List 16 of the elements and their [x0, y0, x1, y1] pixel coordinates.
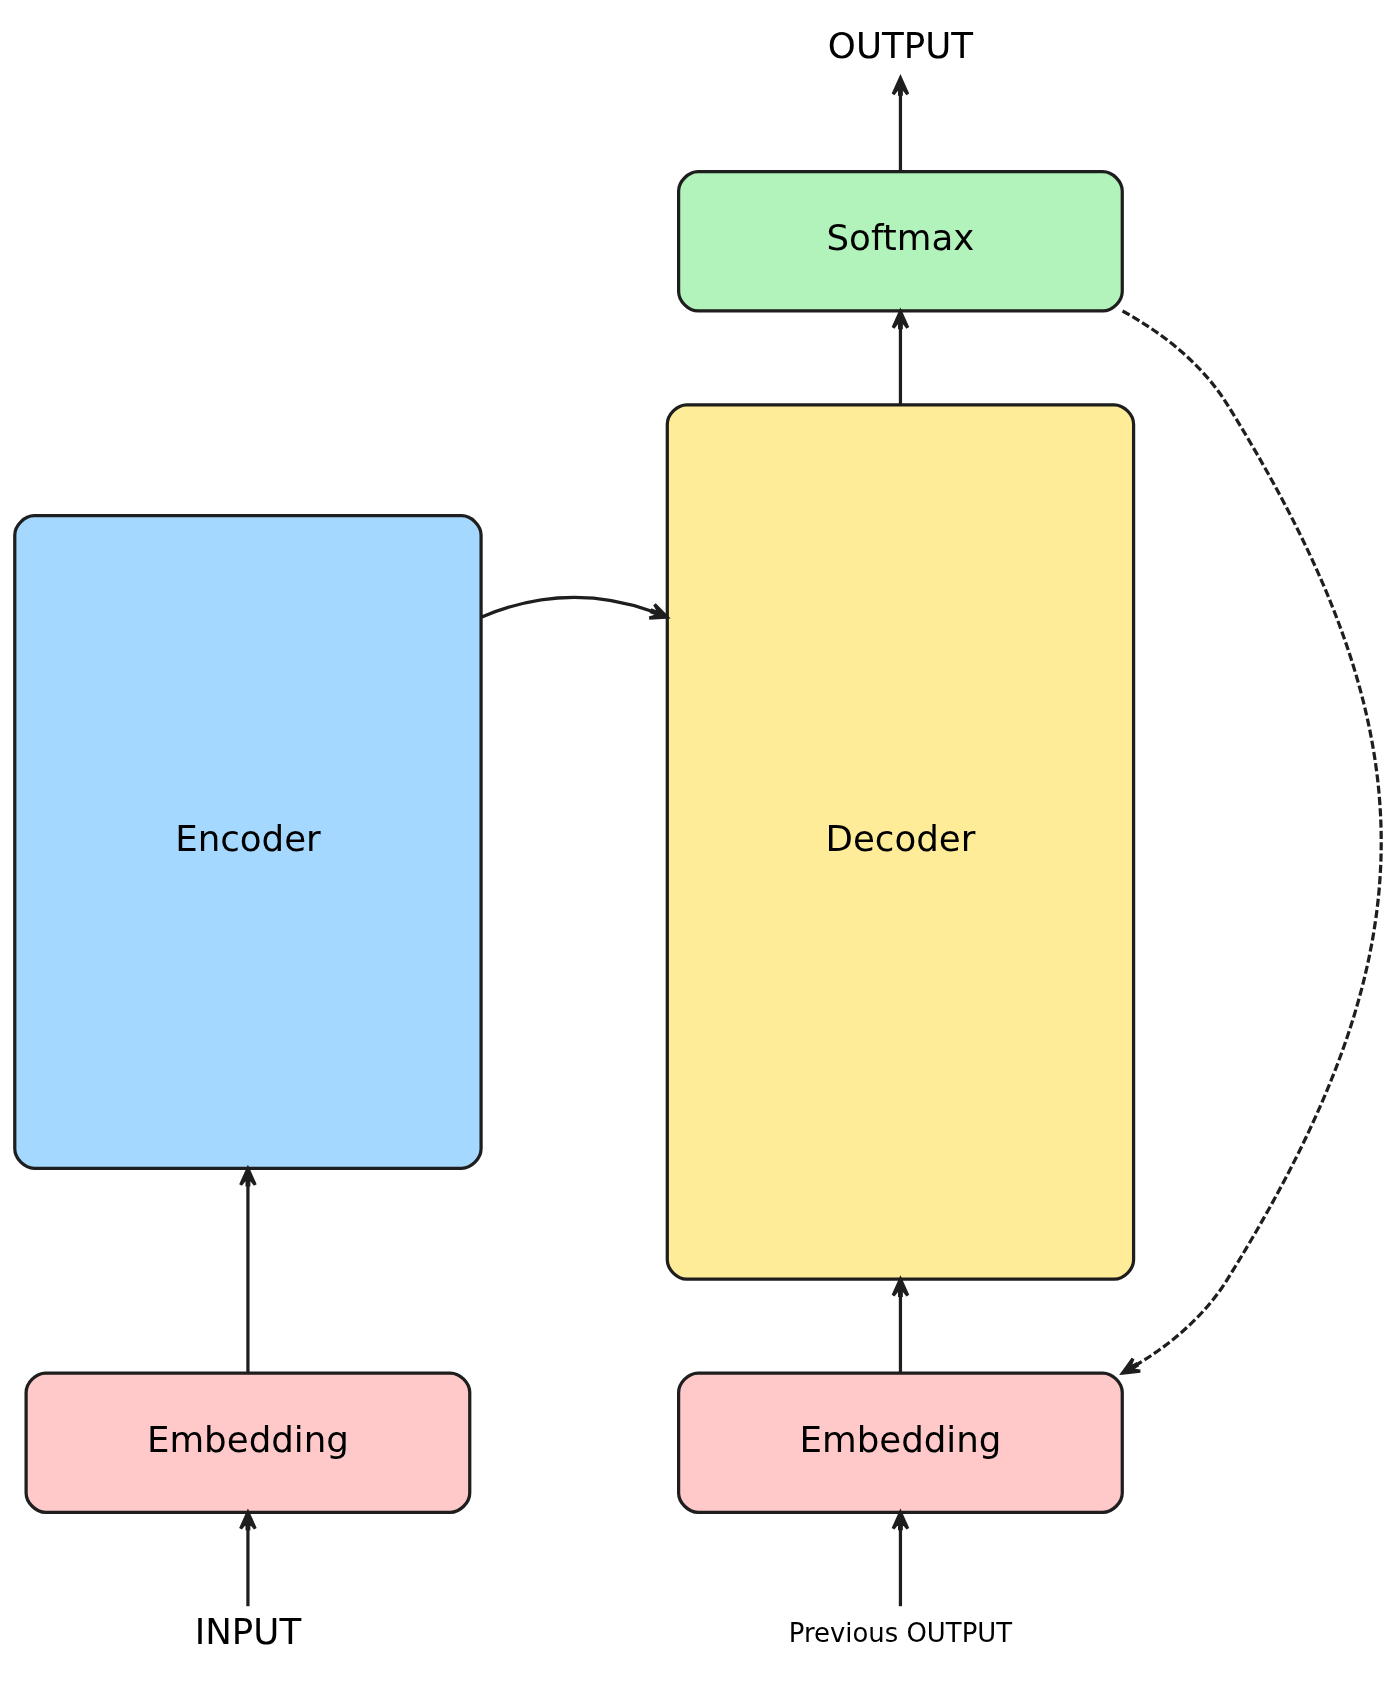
arrow	[891, 1510, 910, 1606]
arrow	[239, 1510, 257, 1606]
node-box: Softmax	[677, 169, 1124, 313]
node-box: Decoder	[665, 402, 1136, 1281]
node-text: OUTPUT	[827, 24, 974, 66]
node-text: INPUT	[194, 1610, 302, 1652]
node-box: Embedding	[24, 1370, 472, 1514]
node-box: Encoder	[13, 513, 483, 1170]
arrow	[480, 595, 669, 620]
arrow	[891, 309, 910, 405]
arrow	[891, 75, 910, 171]
arrow	[239, 1166, 257, 1373]
arrow	[1120, 309, 1383, 1375]
arrow	[891, 1277, 910, 1373]
node-box: Embedding	[677, 1370, 1124, 1514]
node-text: Previous OUTPUT	[788, 1617, 1013, 1648]
